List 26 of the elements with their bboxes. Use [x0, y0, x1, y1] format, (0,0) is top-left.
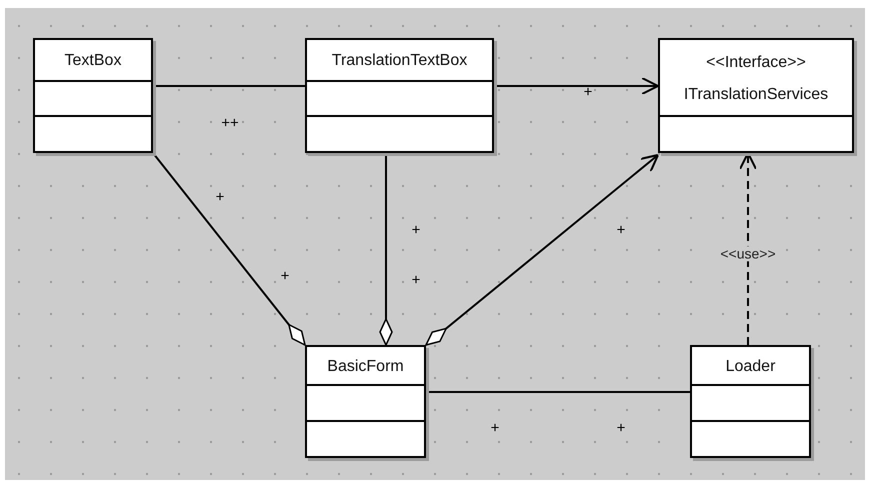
aggregation-line — [379, 153, 393, 346]
role-marker: + — [490, 420, 500, 436]
class-name: TranslationTextBox — [332, 52, 468, 70]
role-marker: + — [280, 268, 290, 284]
role-marker: + — [412, 272, 420, 288]
role-marker: ++ — [221, 116, 239, 130]
stereotype-label: <<Interface>> — [706, 54, 806, 72]
class-name: ITranslationServices — [684, 86, 828, 104]
arrow — [425, 154, 660, 346]
role-marker: + — [616, 222, 626, 238]
role-marker: + — [584, 84, 592, 100]
class-name: Loader — [726, 358, 776, 376]
association-line — [426, 391, 690, 393]
arrow — [494, 76, 660, 96]
class-box — [33, 38, 153, 153]
class-name: TextBox — [64, 52, 122, 70]
class-name: BasicForm — [327, 358, 404, 376]
class-box — [658, 38, 854, 153]
edge-label: <<use>> — [718, 246, 778, 262]
role-marker: + — [412, 222, 420, 238]
class-box — [690, 345, 811, 458]
class-box — [305, 345, 426, 458]
role-marker: + — [216, 190, 224, 204]
class-box — [305, 38, 494, 153]
association-line — [153, 85, 305, 87]
role-marker: + — [616, 420, 626, 436]
